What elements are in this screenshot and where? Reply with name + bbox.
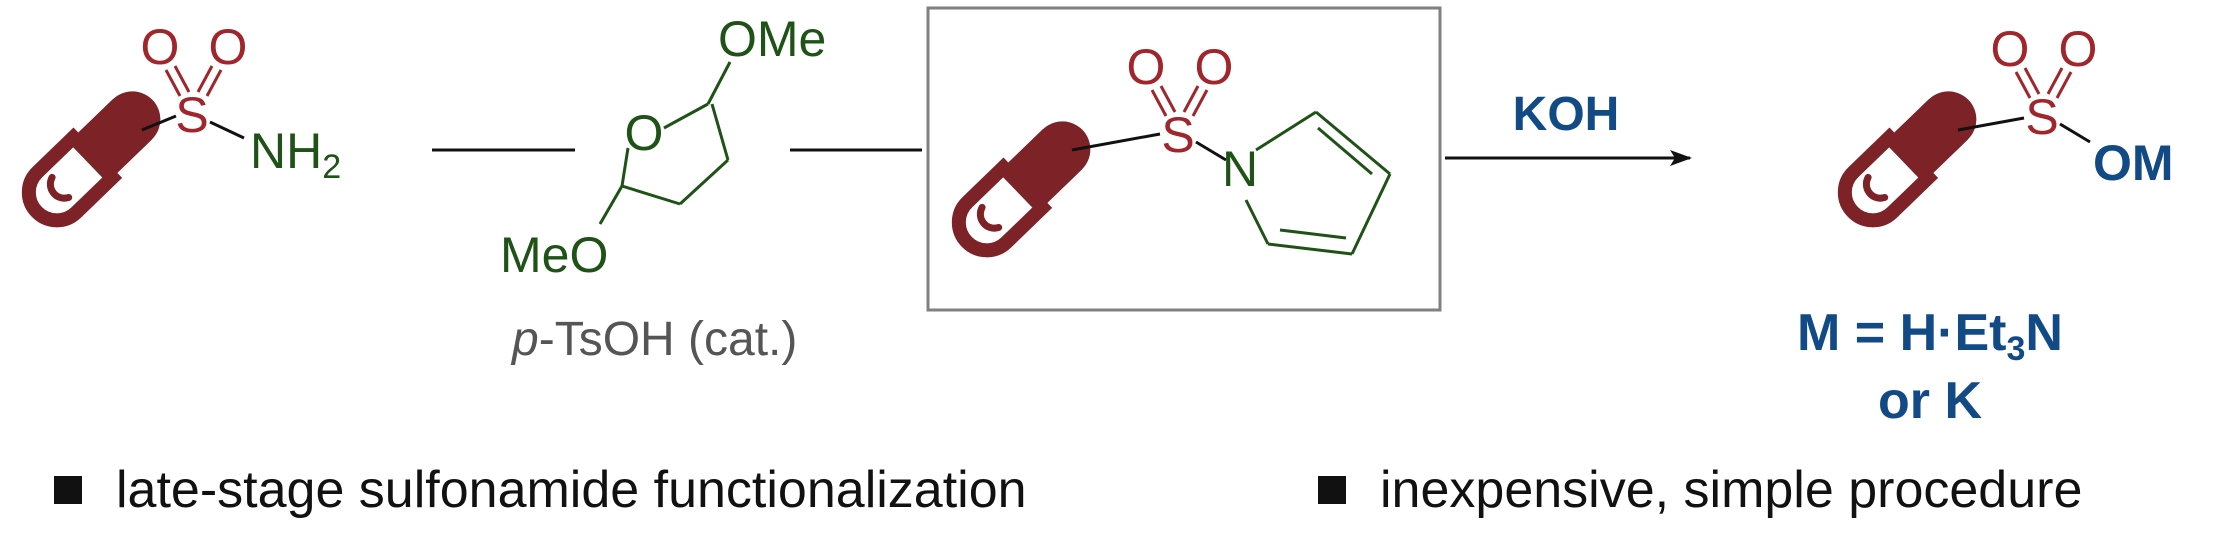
bond-s-o-left-a (164, 69, 182, 97)
reactant-sulfonamide: S O O NH2 (17, 19, 341, 232)
ring-oxygen-label: O (625, 105, 664, 161)
amine-label: NH2 (250, 123, 341, 186)
bullet-text: inexpensive, simple procedure (1380, 461, 2083, 519)
bond-s-n (209, 120, 245, 140)
capsule-icon (947, 110, 1102, 262)
ring-bond-o-c2 (663, 102, 709, 130)
counterion-line2: or K (1878, 372, 1982, 430)
oxygen-left-label: O (141, 19, 180, 75)
bullet-item-1: late-stage sulfonamide functionalization (54, 460, 1027, 520)
bond-s-om (2059, 122, 2091, 144)
bond-s-o-right-a (196, 65, 214, 93)
bond-s-o-right-b (205, 69, 223, 97)
catalyst-label: p-TsOH (cat.) (510, 313, 797, 366)
counterion-line1: M = H·Et3N (1797, 304, 2063, 368)
meo-label: MeO (500, 227, 608, 283)
bond-c-s (141, 114, 177, 132)
bond-c2-ome (706, 61, 732, 105)
dimethoxy-thf: O OMe MeO (500, 11, 826, 283)
oxygen-right-label: O (209, 19, 248, 75)
om-label: OM (2093, 135, 2174, 191)
oxygen-left-label: O (1127, 39, 1166, 95)
bond-s-o-left-b (2023, 67, 2041, 95)
reagent-step1: O OMe MeO p-TsOH (cat.) (432, 11, 922, 366)
bond-s-o-right-a (2046, 67, 2064, 95)
bond-s-o-right-a (1182, 85, 1200, 113)
bond-s-o-left-b (1159, 85, 1177, 113)
ring-bond-c2-c3 (710, 103, 730, 161)
bond-s-o-right-b (2055, 71, 2073, 99)
bond-s-o-left-a (1150, 89, 1168, 117)
wavy-bond (110, 124, 144, 136)
wavy-bond (1040, 144, 1074, 156)
bond-c-s (1071, 132, 1161, 152)
bullet-item-2: inexpensive, simple procedure (1318, 460, 2082, 520)
ring-bond-c3-c4 (678, 158, 730, 206)
capsule-icon (17, 80, 172, 232)
bullet-square-icon (1318, 476, 1346, 504)
pyrrole-ring (1244, 110, 1392, 256)
ome-label: OMe (718, 11, 826, 67)
ring-bond-c4-c5 (621, 184, 681, 206)
bond-c-s (1957, 116, 2025, 132)
product-sulfonate: S O O OM M = H·Et3N or K (1797, 21, 2174, 430)
oxygen-right-label: O (1195, 39, 1234, 95)
bullet-square-icon (54, 476, 82, 504)
bond-c5-meo (598, 185, 624, 225)
sulfur-label: S (1161, 107, 1194, 163)
wavy-bond (1926, 124, 1960, 136)
sulfur-label: S (175, 87, 208, 143)
intermediate-box: S O O N (926, 6, 1442, 312)
oxygen-right-label: O (2059, 21, 2098, 77)
oxygen-left-label: O (1991, 21, 2030, 77)
bond-s-o-left-a (2014, 71, 2032, 99)
bond-s-o-left-b (173, 65, 191, 93)
feature-bullets: late-stage sulfonamide functionalization… (0, 440, 2213, 530)
bullet-text: late-stage sulfonamide functionalization (116, 461, 1027, 519)
reaction-arrow-step2: KOH (1445, 88, 1692, 166)
nitrogen-label: N (1222, 141, 1258, 197)
ring-bond-c5-o (620, 147, 630, 187)
capsule-icon (1833, 80, 1988, 232)
koh-label: KOH (1513, 88, 1620, 141)
highlight-box (926, 6, 1442, 312)
sulfur-label: S (2025, 89, 2058, 145)
bond-s-n (1195, 140, 1227, 162)
bond-s-o-right-b (1191, 89, 1209, 117)
